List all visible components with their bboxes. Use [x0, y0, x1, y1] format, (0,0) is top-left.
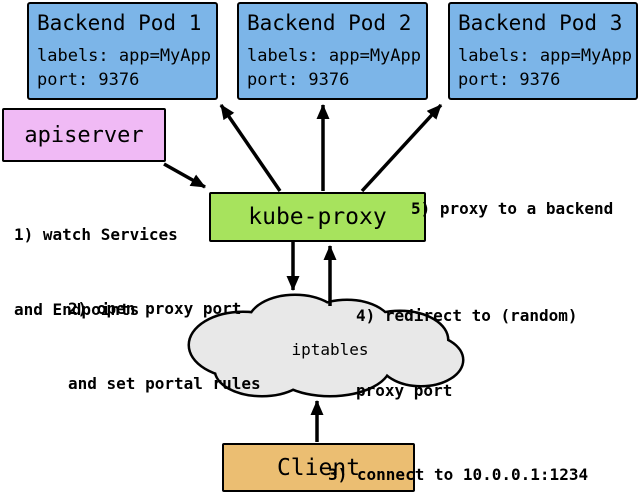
annotation-line: 5) proxy to a backend — [411, 199, 614, 218]
annotation-step2: 2) open proxy port and set portal rules — [68, 246, 261, 446]
backend-pod-1-box: Backend Pod 1 labels: app=MyApp port: 93… — [27, 2, 218, 100]
annotation-line: proxy port — [356, 381, 453, 400]
pod-port-line: port: 9376 — [247, 70, 350, 90]
iptables-cloud-body — [190, 296, 462, 395]
arrow-kube-proxy-to-pod3 — [360, 103, 443, 193]
pod-labels-line: labels: app=MyApp — [458, 46, 632, 66]
annotation-line: and Endpoints — [14, 300, 140, 319]
pod-port-line: port: 9376 — [458, 70, 561, 90]
iptables-label: iptables — [291, 340, 369, 359]
annotation-step4: 4) redirect to (random) proxy port — [356, 253, 578, 453]
annotation-line: 1) watch Services — [14, 225, 178, 244]
kube-proxy-box: kube-proxy — [209, 192, 426, 242]
annotation-line: 2) open proxy port — [68, 299, 242, 318]
client-label: Client — [276, 454, 361, 481]
pod-labels-line: labels: app=MyApp — [37, 46, 211, 66]
arrow-kube-proxy-to-pod1 — [219, 104, 282, 192]
pod-port-line: port: 9376 — [37, 70, 140, 90]
annotation-step1: 1) watch Services and Endpoints — [14, 172, 178, 372]
annotation-line: 3) connect to 10.0.0.1:1234 — [328, 465, 589, 484]
annotation-step3: 3) connect to 10.0.0.1:1234 — [328, 412, 588, 494]
pod-title: Backend Pod 2 — [247, 11, 412, 35]
pod-title: Backend Pod 3 — [458, 11, 623, 35]
pod-labels-line: labels: app=MyApp — [247, 46, 421, 66]
backend-pod-2-box: Backend Pod 2 labels: app=MyApp port: 93… — [237, 2, 428, 100]
annotation-line: 4) redirect to (random) — [356, 306, 578, 325]
kube-proxy-label: kube-proxy — [248, 204, 387, 230]
annotation-step5: 5) proxy to a backend — [411, 146, 613, 271]
client-box: Client — [222, 443, 415, 492]
apiserver-label: apiserver — [24, 122, 144, 148]
arrow-apiserver-to-kube-proxy — [163, 162, 206, 189]
apiserver-box: apiserver — [2, 108, 166, 162]
annotation-line: and set portal rules — [68, 374, 261, 393]
pod-title: Backend Pod 1 — [37, 11, 202, 35]
backend-pod-3-box: Backend Pod 3 labels: app=MyApp port: 93… — [448, 2, 638, 100]
